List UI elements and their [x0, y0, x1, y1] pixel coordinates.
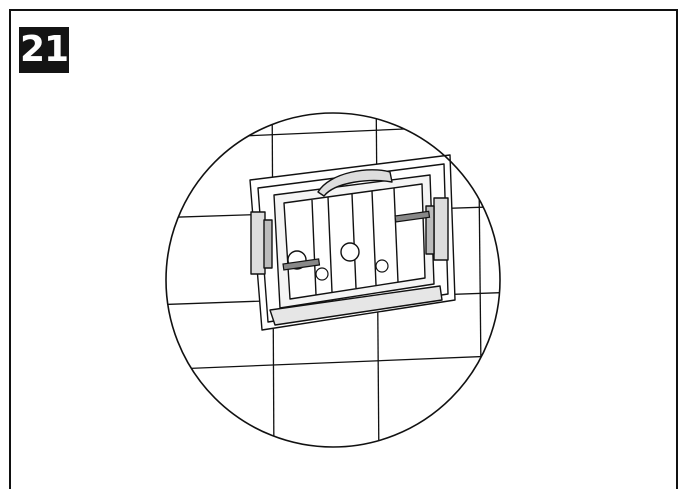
detail-illustration: [165, 112, 501, 448]
step-number-badge: 21: [19, 27, 69, 73]
threaded-rod-icon: [282, 210, 431, 281]
mounting-frame-icon: [249, 154, 456, 331]
magnify-circle-icon: [165, 112, 501, 448]
